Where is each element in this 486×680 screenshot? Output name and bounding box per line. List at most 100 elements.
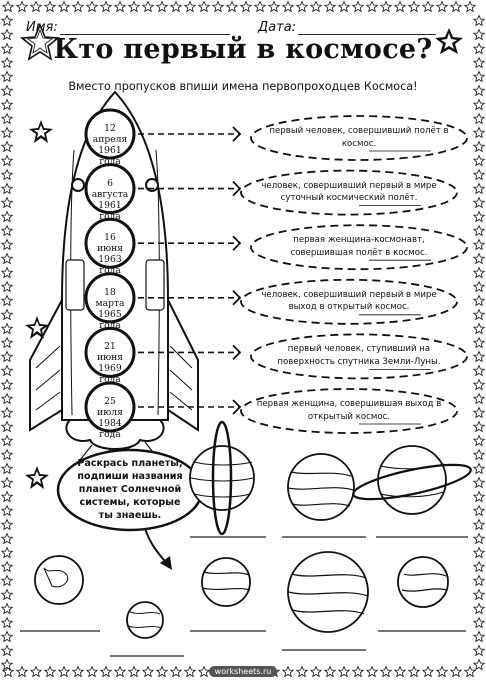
date-line: 1961 года [98, 145, 122, 167]
border-star [0, 658, 14, 671]
border-star [0, 308, 14, 321]
date-field[interactable] [298, 34, 436, 35]
name-field[interactable] [60, 34, 230, 35]
border-star [0, 294, 14, 307]
border-star [0, 252, 14, 265]
border-star [43, 0, 57, 13]
border-star [1, 665, 15, 678]
date-line: 1969 года [98, 363, 122, 386]
border-star [85, 0, 99, 13]
planet-medium [201, 557, 251, 607]
arrow-icon [232, 344, 242, 361]
border-star [463, 0, 477, 13]
border-star [472, 658, 486, 671]
task-line: Раскрась планеты, [77, 458, 183, 469]
border-star [472, 84, 486, 97]
border-star [0, 154, 14, 167]
planet-earth-like [34, 555, 84, 605]
border-star [281, 665, 295, 678]
description-line: первый человек, ступивший на [287, 344, 431, 355]
planet-right [397, 556, 449, 608]
border-star [29, 665, 43, 678]
border-star [472, 364, 486, 377]
border-star [472, 546, 486, 559]
description-line: первый человек, совершивший полёт в [269, 126, 449, 136]
border-star [472, 448, 486, 461]
border-star [0, 448, 14, 461]
border-star [449, 665, 463, 678]
border-star [309, 665, 323, 678]
border-star [0, 14, 14, 27]
border-star [155, 665, 169, 678]
border-star [0, 644, 14, 657]
border-star [472, 224, 486, 237]
border-star [472, 196, 486, 209]
border-star [71, 665, 85, 678]
border-star [113, 665, 127, 678]
star-icon [19, 22, 61, 61]
date-line: 6 августа [91, 177, 129, 200]
border-star [472, 378, 486, 391]
border-star [472, 630, 486, 643]
border-star [472, 392, 486, 405]
arrow-icon [232, 180, 242, 197]
description-oval [240, 388, 458, 434]
border-star [0, 336, 14, 349]
description-line: человек, совершивший первый в мире [261, 180, 437, 191]
border-star [0, 532, 14, 545]
border-star [323, 665, 337, 678]
star-icon [25, 316, 49, 339]
border-star [472, 280, 486, 293]
description-oval [250, 115, 468, 161]
border-star [0, 364, 14, 377]
border-star [0, 196, 14, 209]
border-star [183, 0, 197, 13]
border-star [169, 665, 183, 678]
border-star [0, 420, 14, 433]
date-line: 1961 года [98, 199, 122, 222]
border-star [449, 0, 463, 13]
date-line: 21 июня [96, 341, 124, 364]
border-star [407, 0, 421, 13]
border-star [472, 490, 486, 503]
border-star [421, 665, 435, 678]
border-star [127, 665, 141, 678]
border-star [472, 406, 486, 419]
border-star [472, 462, 486, 475]
border-star [0, 490, 14, 503]
border-star [472, 644, 486, 657]
star-icon [29, 120, 53, 143]
border-star [0, 560, 14, 573]
border-star [211, 0, 225, 13]
border-star [141, 0, 155, 13]
border-star [0, 280, 14, 293]
star-icon [25, 466, 49, 489]
border-star [99, 0, 113, 13]
border-star [393, 0, 407, 13]
border-star [295, 665, 309, 678]
description-oval [240, 169, 458, 216]
description-line: поверхность спутника Земли-Луны. [277, 356, 441, 367]
border-star [253, 0, 267, 13]
planet-large [287, 551, 369, 633]
description-line: первая женщина, совершившая выход в [256, 399, 442, 409]
date-line: 16 июня [96, 232, 124, 255]
task-line: ты знаешь. [98, 510, 162, 521]
border-star [379, 665, 393, 678]
border-star [85, 665, 99, 678]
border-star [0, 616, 14, 629]
border-star [0, 112, 14, 125]
border-star [393, 665, 407, 678]
border-star [472, 602, 486, 615]
border-star [337, 0, 351, 13]
border-star [0, 574, 14, 587]
border-star [472, 420, 486, 433]
star-icon [435, 28, 463, 54]
